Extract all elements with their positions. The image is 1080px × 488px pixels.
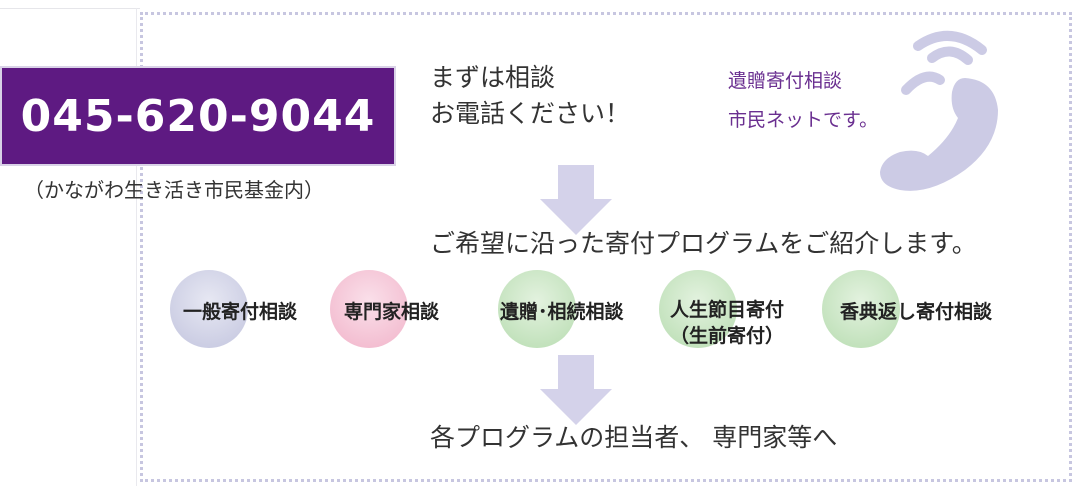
tagline: ご希望に沿った寄付プログラムをご紹介します。 [430, 229, 977, 258]
phone-handset-icon [880, 30, 998, 191]
bottom-text: 各プログラムの担当者、 専門家等へ [430, 423, 838, 452]
program-condolence-return[interactable]: 香典返し寄付相談 [840, 301, 993, 323]
intro-line-1: まずは相談 [430, 63, 556, 92]
down-arrow-icon [540, 165, 612, 235]
phone-number[interactable]: 045-620-9044 [20, 90, 376, 142]
program-circle-condolence [822, 270, 900, 348]
info-panel-frame [140, 12, 1072, 482]
program-life-milestone[interactable]: 人生節目寄付 （生前寄付） [670, 297, 784, 349]
program-circle-milestone [659, 270, 737, 348]
top-divider [0, 8, 140, 11]
phone-note: （かながわ生き活き市民基金内） [24, 178, 324, 202]
intro-line-2: お電話ください！ [430, 99, 631, 128]
intro-text: まずは相談 お電話ください！ [430, 60, 630, 132]
program-expert-consultation[interactable]: 専門家相談 [344, 301, 440, 323]
organization-text: 遺贈寄付相談 市民ネットです。 [728, 62, 878, 140]
program-life-milestone-label: 人生節目寄付 [670, 299, 785, 321]
program-bequest-inheritance[interactable]: 遺贈･相続相談 [500, 301, 624, 323]
down-arrow-icon [540, 355, 612, 425]
program-circle-expert [330, 270, 408, 348]
program-circle-bequest [498, 270, 576, 348]
program-general-donation[interactable]: 一般寄付相談 [183, 301, 298, 323]
program-circle-general [170, 270, 248, 348]
left-divider [136, 8, 137, 486]
phone-number-box[interactable]: 045-620-9044 [0, 66, 396, 166]
org-line-1: 遺贈寄付相談 [728, 70, 843, 92]
org-line-2: 市民ネットです。 [728, 109, 879, 131]
program-life-milestone-sub: （生前寄付） [670, 325, 785, 347]
